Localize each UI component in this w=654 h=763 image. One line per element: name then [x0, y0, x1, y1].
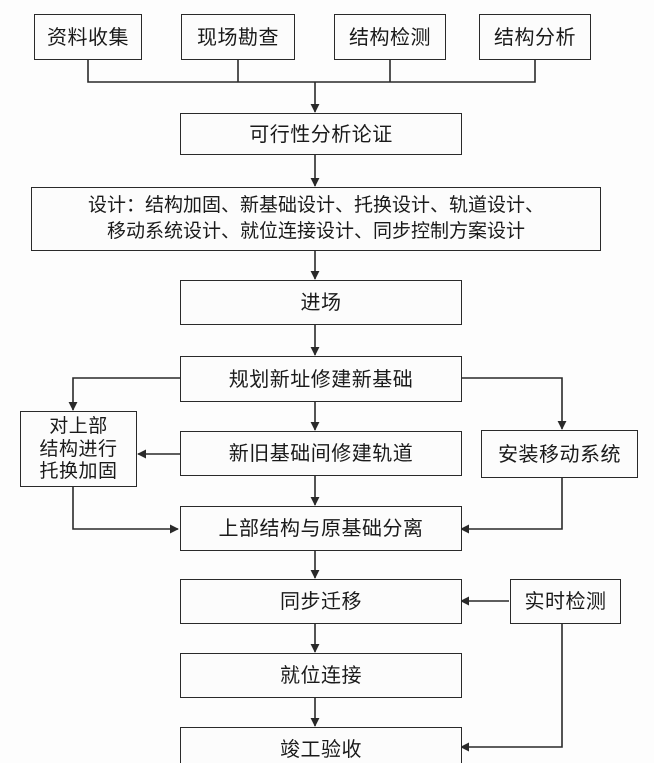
- completion-acceptance-box: 竣工验收: [180, 727, 462, 763]
- structure-testing-label: 结构检测: [349, 24, 431, 49]
- feasibility-label: 可行性分析论证: [249, 121, 393, 146]
- branch-to-moving-system: [462, 377, 567, 430]
- separation-box: 上部结构与原基础分离: [180, 506, 462, 551]
- realtime-monitoring-box: 实时检测: [510, 579, 621, 624]
- merge-underpinning-to-separation: [72, 487, 179, 534]
- site-survey-box: 现场勘查: [181, 14, 295, 60]
- positioning-connection-label: 就位连接: [280, 663, 362, 687]
- completion-acceptance-label: 竣工验收: [280, 737, 362, 761]
- sync-migration-box: 同步迁移: [180, 579, 462, 624]
- track-construction-label: 新旧基础间修建轨道: [228, 441, 414, 465]
- connector-data-collection: [87, 60, 315, 83]
- site-survey-label: 现场勘查: [197, 24, 279, 49]
- design-box: 设计：结构加固、新基础设计、托换设计、轨道设计、 移动系统设计、就位连接设计、同…: [31, 187, 601, 251]
- underpinning-label-line2: 结构进行: [39, 437, 118, 460]
- structure-analysis-box: 结构分析: [479, 14, 591, 60]
- branch-to-underpinning: [68, 377, 180, 411]
- arrow-monitoring-to-completion: [460, 624, 563, 752]
- new-foundation-box: 规划新址修建新基础: [180, 356, 462, 402]
- design-label-line2: 移动系统设计、就位连接设计、同步控制方案设计: [106, 220, 525, 242]
- realtime-monitoring-label: 实时检测: [524, 589, 607, 613]
- merge-moving-system-to-separation: [460, 478, 563, 534]
- data-collection-label: 资料收集: [47, 24, 129, 49]
- data-collection-box: 资料收集: [34, 14, 142, 60]
- feasibility-box: 可行性分析论证: [180, 113, 462, 155]
- sync-migration-label: 同步迁移: [280, 589, 362, 613]
- structure-testing-box: 结构检测: [334, 14, 446, 60]
- separation-label: 上部结构与原基础分离: [218, 516, 424, 540]
- underpinning-label-line3: 托换加固: [39, 460, 118, 483]
- design-label-line1: 设计：结构加固、新基础设计、托换设计、轨道设计、: [87, 194, 544, 217]
- site-entry-label: 进场: [300, 290, 342, 314]
- install-moving-system-box: 安装移动系统: [481, 430, 638, 478]
- connector-structure-analysis: [315, 60, 536, 83]
- site-entry-box: 进场: [180, 280, 462, 325]
- structure-analysis-label: 结构分析: [494, 24, 576, 49]
- underpinning-label-line1: 对上部: [49, 414, 108, 437]
- install-moving-system-label: 安装移动系统: [498, 441, 621, 466]
- new-foundation-label: 规划新址修建新基础: [228, 366, 414, 391]
- positioning-connection-box: 就位连接: [180, 653, 462, 698]
- underpinning-box: 对上部 结构进行 托换加固: [20, 411, 137, 487]
- track-construction-box: 新旧基础间修建轨道: [180, 431, 462, 476]
